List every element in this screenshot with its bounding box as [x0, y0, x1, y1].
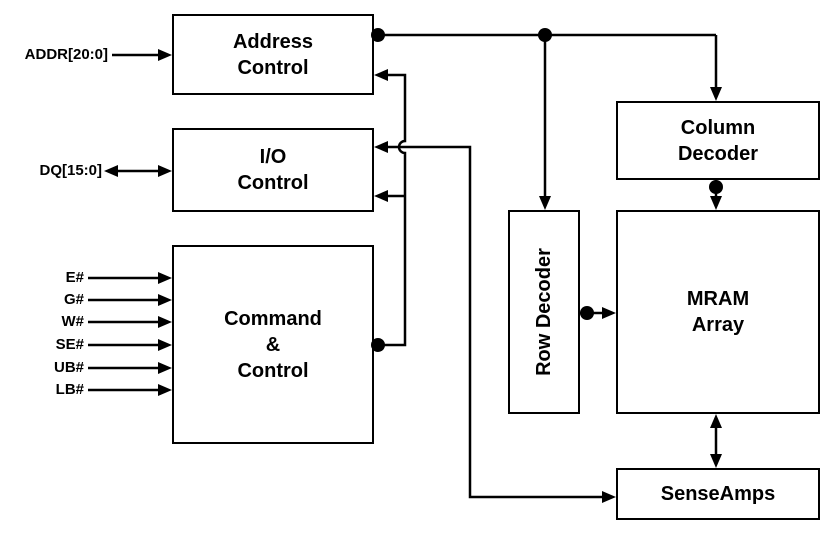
- block-label: MRAM Array: [686, 288, 750, 336]
- column-decoder-to-mram-wire: [710, 180, 722, 210]
- signal-label-addr: ADDR[20:0]: [24, 46, 108, 63]
- dq-bidirectional-arrow: [104, 165, 172, 177]
- block-mram-array: MRAM Array: [616, 210, 820, 414]
- block-label: Column Decoder: [677, 116, 759, 165]
- block-senseamps: SenseAmps: [616, 468, 820, 520]
- signal-label-g: G#: [63, 291, 84, 308]
- signal-label-e: E#: [65, 269, 84, 286]
- command-feedback-wire: [374, 69, 407, 347]
- block-row-decoder: Row Decoder: [508, 210, 580, 414]
- block-label: Address Control: [232, 30, 314, 79]
- block-command-control: Command & Control: [172, 245, 374, 444]
- block-io-control: I/O Control: [172, 128, 374, 212]
- block-label: I/O Control: [237, 146, 309, 194]
- signal-label-se: SE#: [55, 336, 84, 353]
- block-label: Row Decoder: [533, 248, 555, 376]
- addr-input-arrow: [112, 49, 172, 61]
- signal-label-ub: UB#: [53, 359, 84, 376]
- block-label: SenseAmps: [660, 483, 776, 505]
- signal-label-lb: LB#: [55, 381, 84, 398]
- signal-label-w: W#: [61, 313, 85, 330]
- block-column-decoder: Column Decoder: [616, 101, 820, 180]
- signal-label-dq: DQ[15:0]: [39, 162, 102, 179]
- block-label: Command & Control: [224, 307, 322, 382]
- mram-senseamps-wire: [710, 414, 722, 468]
- control-input-arrows: [88, 272, 172, 396]
- block-address-control: Address Control: [172, 14, 374, 95]
- row-decoder-to-mram-wire: [580, 307, 616, 319]
